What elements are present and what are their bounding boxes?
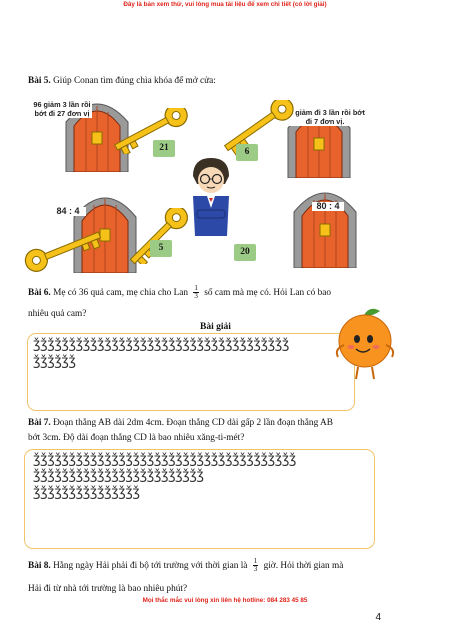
bai8-title: Bài 8. xyxy=(28,561,51,571)
bai5-text: Giúp Conan tìm đúng chìa khóa để mở cửa: xyxy=(53,76,216,86)
hotline-notice: Mọi thắc mắc vui lòng xin liên hệ hotlin… xyxy=(142,597,308,604)
bai7-answer-line-3: ǯǯǯǯǯǯǯǯǯǯǯǯǯǯǯ xyxy=(33,485,140,500)
bai7-title: Bài 7. xyxy=(28,418,51,428)
key-icon-3[interactable] xyxy=(22,220,112,276)
bai8-text-after: giờ. Hỏi thời gian mà xyxy=(263,561,344,571)
bai8-prompt: Bài 8. Hằng ngày Hải phải đi bộ tới trườ… xyxy=(28,558,428,575)
key-number-21: 21 xyxy=(153,140,175,157)
door-top-left xyxy=(65,103,129,172)
bai6-answer-box[interactable] xyxy=(27,333,355,411)
door-label-2: 39 giảm đi 3 lần rồi bớt đi 7 đơn vị. xyxy=(285,108,365,126)
bai6-prompt: Bài 6. Mẹ có 36 quả cam, mẹ chia cho Lan… xyxy=(28,285,428,302)
page-number: 4 xyxy=(375,612,381,623)
door-label-1: 96 giảm 3 lần rồi bớt đi 27 đơn vị xyxy=(32,100,92,118)
bai6-solution-heading: Bài giải xyxy=(200,322,231,332)
conan-character-icon xyxy=(193,158,229,236)
door-label-4: 80 : 4 xyxy=(312,202,344,211)
bai6-text-after: số cam mà mẹ có. Hỏi Lan có bao xyxy=(204,288,331,298)
door-bottom-right xyxy=(293,192,357,268)
bai6-title: Bài 6. xyxy=(28,288,51,298)
bai7-answer-box[interactable] xyxy=(24,449,375,549)
bai6-text-before: Mẹ có 36 quả cam, mẹ chia cho Lan xyxy=(53,288,189,298)
bai7-answer-line-2: ǯǯǯǯǯǯǯǯǯǯǯǯǯǯǯǯǯǯǯǯǯǯǯǯ xyxy=(33,468,204,483)
key-number-6: 6 xyxy=(236,144,258,161)
bai7-text-line2: bớt 3cm. Độ dài đoạn thẳng CD là bao nhi… xyxy=(28,433,245,443)
key-number-5: 5 xyxy=(150,240,172,257)
preview-notice: Đây là bản xem thử, vui lòng mua tài liệ… xyxy=(123,1,327,8)
bai5-title: Bài 5. xyxy=(28,76,51,86)
bai7-text: Đoạn thẳng AB dài 2dm 4cm. Đoạn thẳng CD… xyxy=(53,418,333,428)
door-top-right xyxy=(287,109,351,178)
bai6-answer-line-1: ǯǯǯǯǯǯǯǯǯǯǯǯǯǯǯǯǯǯǯǯǯǯǯǯǯǯǯǯǯǯǯǯǯǯǯǯ xyxy=(33,337,289,352)
bai8-text-line2: Hải đi từ nhà tới trường là bao nhiêu ph… xyxy=(28,584,188,594)
bai6-answer-line-2: ǯǯǯǯǯǯ xyxy=(33,354,76,369)
bai6-text-line2: nhiêu quả cam? xyxy=(28,309,87,319)
door-bottom-left xyxy=(73,197,137,273)
bai7-prompt: Bài 7. Đoạn thẳng AB dài 2dm 4cm. Đoạn t… xyxy=(28,415,428,432)
orange-mascot-icon xyxy=(335,308,395,380)
key-icon-1[interactable] xyxy=(100,108,195,154)
key-number-20: 20 xyxy=(234,244,256,261)
bai5-prompt: Bài 5. Giúp Conan tìm đúng chìa khóa để … xyxy=(28,73,216,90)
bai8-text-before: Hằng ngày Hải phải đi bộ tới trường với … xyxy=(53,561,248,571)
door-label-3: 84 : 4 xyxy=(50,207,86,216)
bai7-answer-line-1: ǯǯǯǯǯǯǯǯǯǯǯǯǯǯǯǯǯǯǯǯǯǯǯǯǯǯǯǯǯǯǯǯǯǯǯǯǯ xyxy=(33,452,297,467)
